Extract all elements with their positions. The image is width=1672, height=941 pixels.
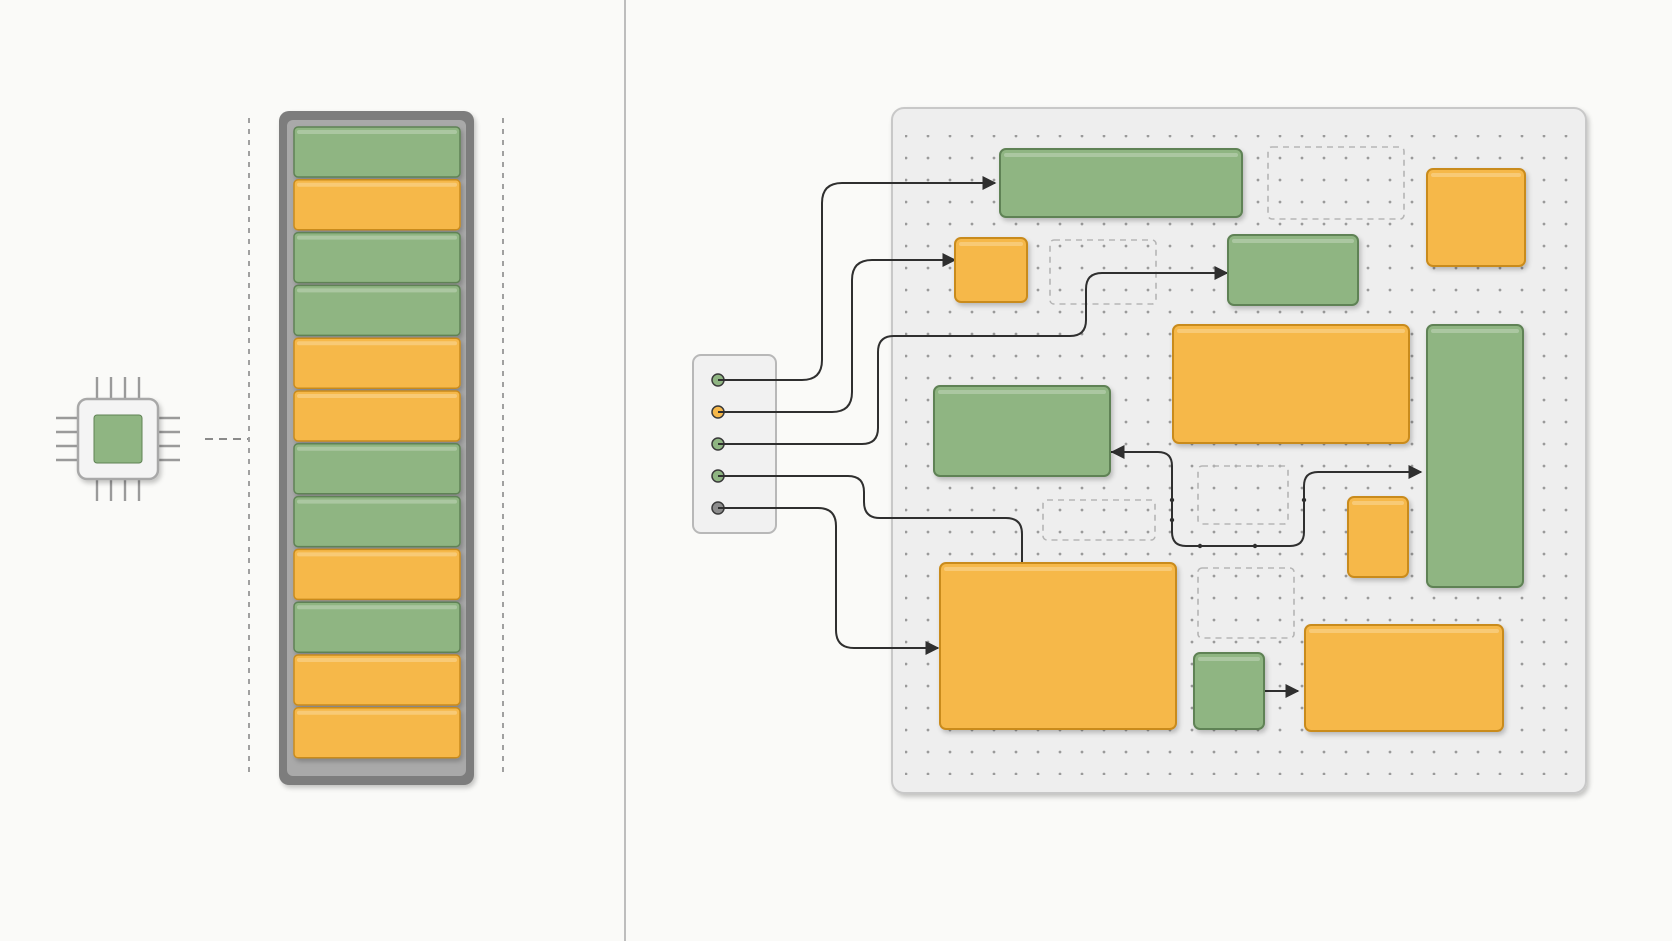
memory-slot	[293, 443, 461, 495]
memory-block-highlight	[944, 567, 1172, 571]
free-slot	[1267, 146, 1405, 220]
memory-block-b1	[999, 148, 1243, 218]
memory-slot	[293, 126, 461, 178]
memory-slot	[293, 601, 461, 653]
memory-slot-highlight	[297, 446, 457, 451]
link-joint-dots	[1169, 497, 1307, 549]
memory-stack-slots	[293, 126, 461, 759]
memory-slot-highlight	[297, 182, 457, 187]
free-slots	[1042, 146, 1405, 639]
memory-block-b9	[1347, 496, 1409, 578]
memory-block-highlight	[1352, 501, 1404, 505]
memory-block-b6	[933, 385, 1111, 477]
memory-slot	[293, 548, 461, 601]
memory-block-b10	[1193, 652, 1265, 730]
link-port5-b8	[718, 507, 940, 655]
memory-slot	[293, 337, 461, 389]
free-slot	[1197, 465, 1289, 525]
memory-slot	[293, 284, 461, 337]
memory-block-b8	[939, 562, 1177, 730]
allocated-blocks	[933, 148, 1526, 732]
memory-block-highlight	[1431, 173, 1521, 177]
processor-chip-icon	[56, 377, 180, 501]
memory-slot	[293, 231, 461, 284]
memory-slot	[293, 707, 461, 759]
memory-slot-highlight	[297, 130, 457, 134]
memory-slot	[293, 654, 461, 706]
connection-lines	[718, 176, 1423, 698]
memory-slot-highlight	[297, 288, 457, 293]
memory-slot-highlight	[297, 341, 457, 346]
memory-slot-highlight	[297, 552, 457, 557]
memory-block-b7	[1426, 324, 1524, 588]
memory-block-b3	[1227, 234, 1359, 306]
memory-slot-highlight	[297, 394, 457, 398]
memory-block-b2	[954, 237, 1028, 303]
memory-slot-highlight	[297, 710, 457, 715]
link-port3-b3	[718, 266, 1229, 445]
memory-block-b4	[1426, 168, 1526, 267]
memory-block-highlight	[1177, 329, 1405, 333]
memory-block-highlight	[1198, 657, 1260, 661]
memory-block-highlight	[1431, 329, 1519, 333]
memory-slot-highlight	[297, 658, 457, 662]
free-slot	[1197, 567, 1295, 639]
memory-block-highlight	[1004, 153, 1238, 157]
memory-slot-highlight	[297, 235, 457, 240]
link-port2-b2	[718, 253, 957, 413]
memory-block-highlight	[959, 242, 1023, 246]
memory-block-highlight	[1309, 629, 1499, 633]
memory-slot	[293, 495, 461, 548]
memory-block-b5	[1172, 324, 1410, 444]
memory-block-highlight	[1232, 239, 1354, 243]
link-port4-b8	[718, 475, 1023, 562]
free-slot	[1042, 499, 1156, 541]
link-port1-b1	[718, 176, 997, 381]
memory-slot	[293, 390, 461, 442]
memory-slot-highlight	[297, 499, 457, 504]
memory-block-b11	[1304, 624, 1504, 732]
memory-slot-highlight	[297, 605, 457, 610]
link-b6-b7	[1110, 451, 1423, 547]
memory-slot	[293, 179, 461, 231]
memory-block-highlight	[938, 390, 1106, 394]
